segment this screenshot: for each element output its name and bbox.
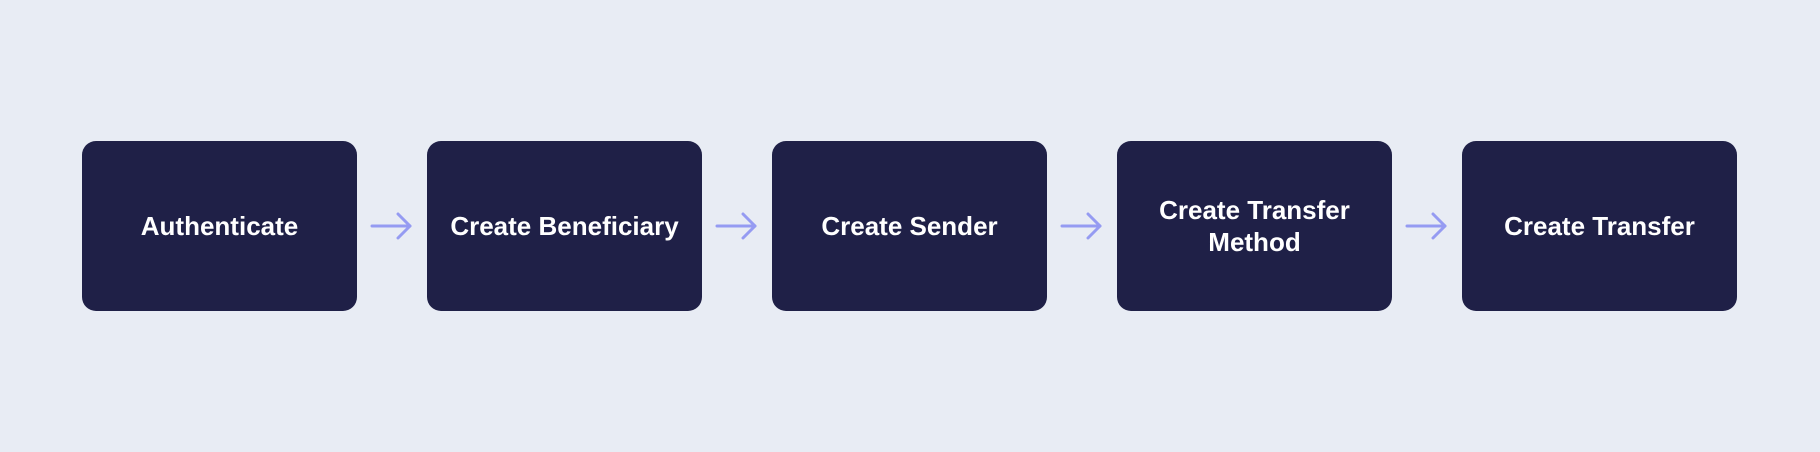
step-label: Create Transfer Method: [1159, 195, 1350, 257]
arrow-right-icon: [1405, 212, 1449, 240]
step-authenticate: Authenticate: [82, 141, 357, 311]
step-create-sender: Create Sender: [772, 141, 1047, 311]
step-create-transfer: Create Transfer: [1462, 141, 1737, 311]
step-label: Create Sender: [821, 211, 998, 241]
step-create-beneficiary: Create Beneficiary: [427, 141, 702, 311]
arrow-right-icon: [370, 212, 414, 240]
step-label: Create Beneficiary: [450, 211, 679, 241]
arrow-right-icon: [1060, 212, 1104, 240]
arrow-right-icon: [715, 212, 759, 240]
step-label: Create Transfer: [1504, 211, 1695, 241]
step-label: Authenticate: [140, 211, 299, 241]
step-create-transfer-method: Create Transfer Method: [1117, 141, 1392, 311]
